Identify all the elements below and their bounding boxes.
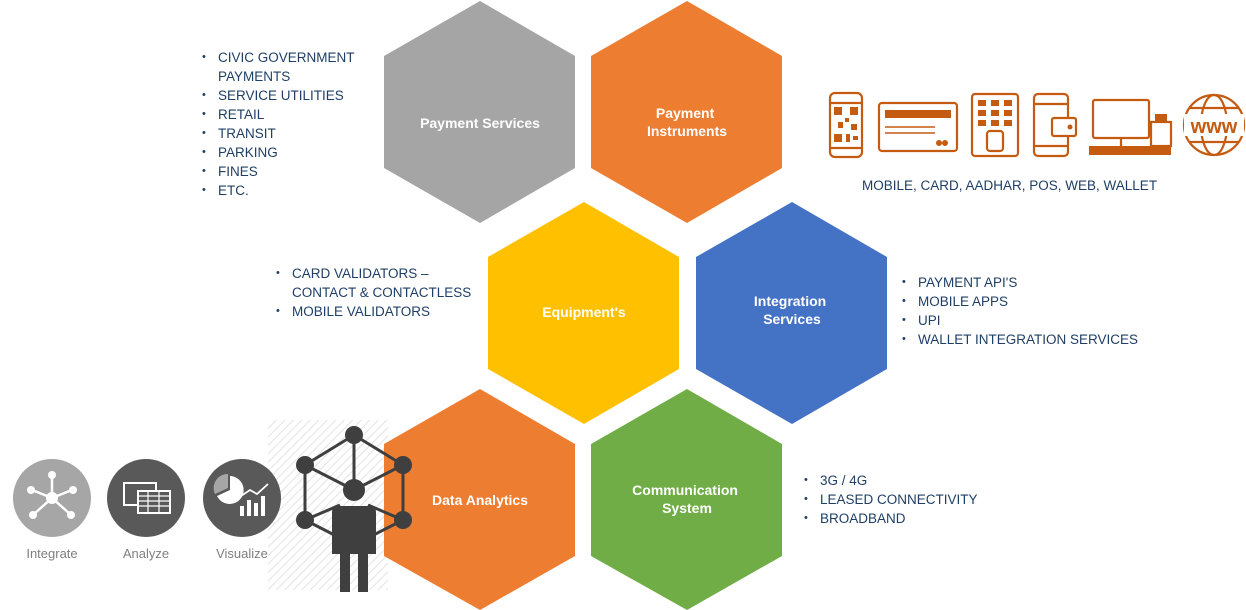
list-item: UPI bbox=[898, 311, 1198, 330]
hex-payment-instruments: Payment Instruments bbox=[591, 1, 782, 223]
visualize-chart-icon bbox=[203, 459, 281, 537]
hex-equipments-label: Equipment's bbox=[542, 304, 626, 320]
svg-text:Communication System: Communication System bbox=[632, 482, 742, 516]
svg-text:Payment Instruments: Payment Instruments bbox=[647, 105, 727, 139]
visualize-label: Visualize bbox=[216, 546, 268, 561]
hex-integration-line1: Integration bbox=[754, 293, 826, 309]
svg-text:Equipment's: Equipment's bbox=[542, 304, 626, 320]
network-person-icon bbox=[296, 426, 412, 592]
integrate-network-icon bbox=[13, 459, 91, 537]
aadhar-keypad-icon bbox=[970, 92, 1020, 158]
list-item: MOBILE APPS bbox=[898, 292, 1198, 311]
list-item: SERVICE UTILITIES bbox=[198, 86, 388, 105]
list-item: CIVIC GOVERNMENT PAYMENTS bbox=[198, 48, 388, 86]
list-item: MOBILE VALIDATORS bbox=[272, 302, 472, 321]
card-icon bbox=[877, 101, 959, 153]
list-item: FINES bbox=[198, 162, 388, 181]
hex-payment-instruments-line2: Instruments bbox=[647, 123, 727, 139]
list-payment-services: CIVIC GOVERNMENT PAYMENTS SERVICE UTILIT… bbox=[198, 48, 388, 200]
analyze-label: Analyze bbox=[122, 546, 170, 561]
hex-communication-line2: System bbox=[662, 500, 712, 516]
list-item: RETAIL bbox=[198, 105, 388, 124]
qr-phone-icon bbox=[828, 91, 864, 159]
list-item: PAYMENT API'S bbox=[898, 273, 1198, 292]
hex-payment-services-label: Payment Services bbox=[420, 115, 540, 131]
www-globe-icon: www bbox=[1182, 93, 1246, 157]
list-item: PARKING bbox=[198, 143, 388, 162]
svg-text:Data Analytics: Data Analytics bbox=[432, 492, 528, 508]
svg-text:www: www bbox=[1190, 116, 1238, 138]
list-item: LEASED CONNECTIVITY bbox=[800, 490, 1060, 509]
list-item: 3G / 4G bbox=[800, 471, 1060, 490]
svg-text:Integration Services: Integration Services bbox=[754, 293, 830, 327]
hex-integration-services: Integration Services bbox=[696, 202, 887, 424]
list-item: ETC. bbox=[198, 181, 388, 200]
hex-communication-system: Communication System bbox=[591, 389, 782, 610]
hex-integration-line2: Services bbox=[763, 311, 821, 327]
list-equipments: CARD VALIDATORS – CONTACT & CONTACTLESS … bbox=[272, 264, 472, 321]
list-item: WALLET INTEGRATION SERVICES bbox=[898, 330, 1198, 349]
svg-text:Payment Services: Payment Services bbox=[420, 115, 540, 131]
hex-payment-instruments-line1: Payment bbox=[656, 105, 715, 121]
analyze-table-icon bbox=[107, 459, 185, 537]
hex-communication-line1: Communication bbox=[632, 482, 738, 498]
list-item: TRANSIT bbox=[198, 124, 388, 143]
list-item: CARD VALIDATORS – CONTACT & CONTACTLESS bbox=[272, 264, 472, 302]
pos-computer-icon bbox=[1089, 98, 1173, 155]
hex-equipments: Equipment's bbox=[488, 202, 679, 424]
hex-data-analytics: Data Analytics bbox=[384, 389, 575, 610]
hex-payment-services: Payment Services bbox=[384, 1, 575, 223]
wallet-phone-icon bbox=[1032, 92, 1078, 158]
list-integration: PAYMENT API'S MOBILE APPS UPI WALLET INT… bbox=[898, 273, 1198, 349]
hex-data-analytics-label: Data Analytics bbox=[432, 492, 528, 508]
integrate-label: Integrate bbox=[26, 546, 78, 561]
instruments-caption: MOBILE, CARD, AADHAR, POS, WEB, WALLET bbox=[862, 178, 1158, 193]
list-item: BROADBAND bbox=[800, 509, 1060, 528]
list-communication: 3G / 4G LEASED CONNECTIVITY BROADBAND bbox=[800, 471, 1060, 528]
